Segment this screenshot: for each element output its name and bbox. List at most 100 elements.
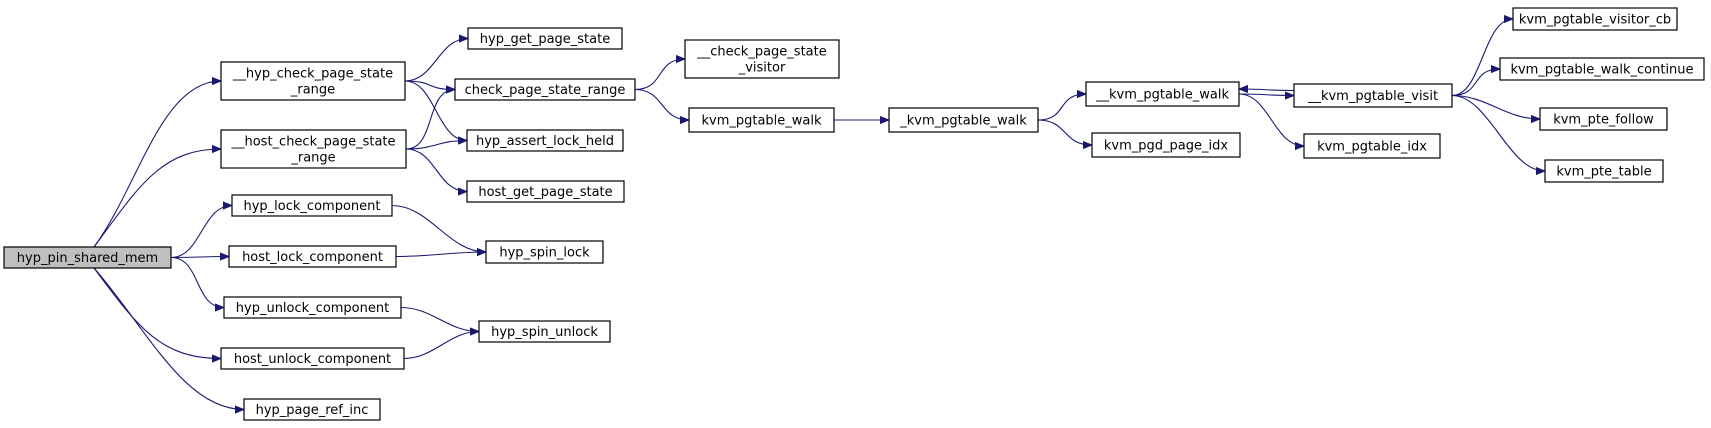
node-kvm-pgd-page-idx[interactable]: kvm_pgd_page_idx (1091, 132, 1241, 158)
edge-kvm-pgtable-walk-to-kvm-pgtable-idx (1238, 93, 1304, 146)
edge-hyp-pin-shared-mem-to-host-unlock-component (93, 267, 221, 359)
edge-line (405, 90, 456, 150)
node-box[interactable] (466, 180, 625, 203)
edge-line (634, 59, 685, 91)
edges-layer (93, 19, 1545, 410)
node-hyp-spin-lock[interactable]: hyp_spin_lock (485, 240, 604, 264)
edge-host-unlock-component-to-hyp-spin-unlock (403, 332, 479, 360)
node-box[interactable] (228, 245, 397, 268)
edge-line (1451, 94, 1540, 120)
node-box[interactable] (243, 398, 381, 421)
node-hyp-page-ref-inc[interactable]: hyp_page_ref_inc (243, 398, 381, 421)
node-box[interactable] (1085, 81, 1240, 107)
edge-hyp-pin-shared-mem-to-hyp-unlock-component (170, 256, 224, 308)
edge-line (93, 81, 221, 248)
node-kvm-pgtable-walk[interactable]: kvm_pgtable_walk (688, 107, 835, 133)
node-box[interactable] (220, 129, 407, 169)
edge-hyp-pin-shared-mem-to-host-check-page-state-range (93, 149, 221, 248)
edge-line (1451, 94, 1545, 172)
node-label: __kvm_pgtable_walk (1095, 88, 1230, 103)
edge-kvm-pgtable-walk-to-kvm-pgtable-walk (1037, 94, 1086, 121)
node-box[interactable] (220, 347, 405, 370)
edge-kvm-pgtable-visit-to-kvm-pgtable-visitor-cb (1451, 19, 1514, 97)
edge-line (404, 39, 468, 82)
node-check-page-state-visitor[interactable]: __check_page_state_visitor (684, 39, 840, 79)
node-label: kvm_pte_follow (1553, 113, 1654, 128)
node-label: hyp_spin_unlock (491, 325, 598, 340)
node-hyp-spin-unlock[interactable]: hyp_spin_unlock (478, 320, 611, 343)
edge-line (400, 306, 479, 332)
edge-hyp-pin-shared-mem-to-hyp-lock-component (170, 206, 232, 259)
node-kvm-pgtable-visitor-cb[interactable]: kvm_pgtable_visitor_cb (1512, 7, 1678, 31)
node-box[interactable] (1091, 132, 1241, 158)
node-box[interactable] (1512, 7, 1678, 31)
node-box[interactable] (454, 78, 636, 101)
edge-kvm-pgtable-visit-to-kvm-pgtable-walk-continue (1451, 69, 1500, 97)
node-label: _visitor (738, 61, 786, 76)
node-host-unlock-component[interactable]: host_unlock_component (220, 347, 405, 370)
edge-kvm-pgtable-visit-to-kvm-pte-follow (1451, 94, 1540, 120)
node-host-get-page-state[interactable]: host_get_page_state (466, 180, 625, 203)
node-box[interactable] (888, 107, 1039, 133)
node-box[interactable] (485, 240, 604, 264)
node-kvm-pgtable-idx[interactable]: kvm_pgtable_idx (1303, 133, 1441, 159)
node-label: hyp_unlock_component (236, 301, 389, 316)
edge-line (1037, 119, 1092, 145)
node-label: kvm_pte_table (1556, 165, 1651, 180)
node-hyp-assert-lock-held[interactable]: hyp_assert_lock_held (466, 129, 624, 152)
edge-line (93, 267, 244, 410)
node-box[interactable] (478, 320, 611, 343)
edge-kvm-pgtable-walk-to-kvm-pgd-page-idx (1037, 119, 1092, 145)
node-label: __check_page_state (696, 45, 826, 60)
edge-host-check-page-state-range-to-host-get-page-state (405, 148, 467, 192)
node-kvm-pgtable-walk[interactable]: _kvm_pgtable_walk (888, 107, 1039, 133)
edge-check-page-state-range-to-check-page-state-visitor (634, 59, 685, 91)
node-box[interactable] (231, 194, 393, 217)
node-check-page-state-range[interactable]: check_page_state_range (454, 78, 636, 101)
node-label: kvm_pgtable_walk_continue (1510, 63, 1693, 78)
node-label: __host_check_page_state (230, 135, 395, 150)
node-host-check-page-state-range[interactable]: __host_check_page_state_range (220, 129, 407, 169)
node-hyp-check-page-state-range[interactable]: __hyp_check_page_state_range (220, 61, 406, 101)
node-box[interactable] (688, 107, 835, 133)
node-hyp-lock-component[interactable]: hyp_lock_component (231, 194, 393, 217)
edge-line (170, 206, 232, 259)
node-box[interactable] (1303, 133, 1441, 159)
node-label: host_get_page_state (478, 185, 612, 200)
edge-line (391, 204, 486, 253)
node-label: hyp_get_page_state (480, 32, 610, 47)
node-box[interactable] (1293, 83, 1453, 108)
node-kvm-pte-follow[interactable]: kvm_pte_follow (1539, 107, 1668, 131)
node-label: hyp_assert_lock_held (476, 134, 614, 149)
node-kvm-pgtable-walk[interactable]: __kvm_pgtable_walk (1085, 81, 1240, 107)
node-box[interactable] (3, 246, 172, 269)
edge-line (403, 332, 479, 360)
node-host-lock-component[interactable]: host_lock_component (228, 245, 397, 268)
node-label: host_unlock_component (234, 352, 391, 367)
node-label: hyp_pin_shared_mem (17, 251, 158, 266)
node-label: kvm_pgd_page_idx (1104, 139, 1228, 154)
edge-hyp-pin-shared-mem-to-hyp-page-ref-inc (93, 267, 244, 410)
node-kvm-pgtable-visit[interactable]: __kvm_pgtable_visit (1293, 83, 1453, 108)
node-hyp-get-page-state[interactable]: hyp_get_page_state (467, 27, 623, 50)
node-box[interactable] (684, 39, 840, 79)
node-label: _range (290, 83, 335, 98)
node-box[interactable] (1544, 159, 1664, 183)
node-box[interactable] (220, 61, 406, 101)
node-box[interactable] (466, 129, 624, 152)
node-box[interactable] (223, 296, 402, 319)
edge-host-check-page-state-range-to-hyp-assert-lock-held (405, 141, 467, 150)
nodes-layer: hyp_pin_shared_mem __hyp_check_page_state… (3, 7, 1705, 421)
node-label: _kvm_pgtable_walk (899, 114, 1027, 129)
node-box[interactable] (467, 27, 623, 50)
node-label: hyp_page_ref_inc (256, 403, 369, 418)
node-hyp-pin-shared-mem[interactable]: hyp_pin_shared_mem (3, 246, 172, 269)
node-box[interactable] (1499, 57, 1705, 81)
node-hyp-unlock-component[interactable]: hyp_unlock_component (223, 296, 402, 319)
node-box[interactable] (1539, 107, 1668, 131)
node-kvm-pte-table[interactable]: kvm_pte_table (1544, 159, 1664, 183)
node-kvm-pgtable-walk-continue[interactable]: kvm_pgtable_walk_continue (1499, 57, 1705, 81)
edge-host-lock-component-to-hyp-spin-lock (395, 252, 486, 258)
edge-line (170, 256, 224, 308)
